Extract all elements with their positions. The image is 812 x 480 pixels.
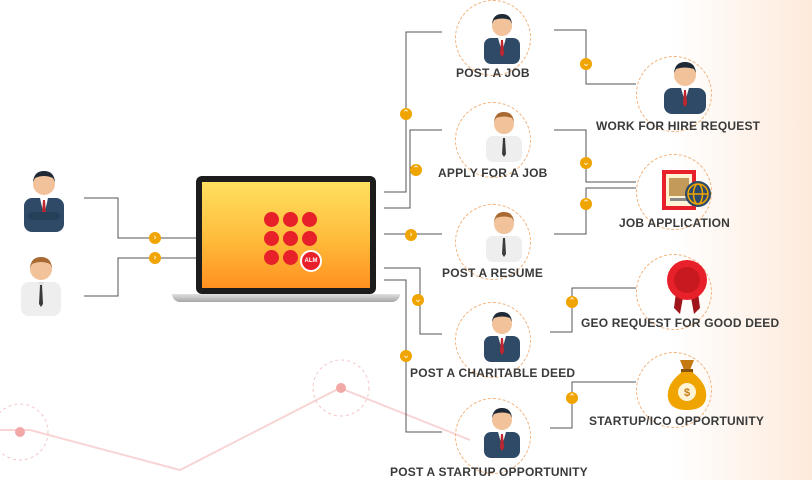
- job-application-node: [636, 154, 712, 230]
- chevron-right-icon: ›: [405, 229, 417, 241]
- chevron-up-icon: ⌃: [566, 296, 578, 308]
- money-bag-icon: $: [667, 360, 707, 410]
- alm-badge: ALM: [300, 250, 322, 272]
- geo-request-node: [636, 254, 712, 330]
- work-for-hire-node: [636, 56, 712, 132]
- post-resume-node: [455, 204, 531, 280]
- laptop-base: [172, 294, 400, 302]
- businessman-icon: [484, 14, 520, 64]
- post-job-node: [455, 0, 531, 76]
- manager-icon: [664, 62, 706, 114]
- chevron-up-icon: ⌃: [400, 108, 412, 120]
- businessman-arms-crossed-icon: [24, 171, 64, 232]
- chevron-down-icon: ⌄: [580, 58, 592, 70]
- svg-text:$: $: [684, 387, 690, 399]
- businessman-icon: [484, 312, 520, 362]
- laptop: ALM: [196, 176, 376, 294]
- post-job-label: POST A JOB: [456, 66, 530, 80]
- chevron-up-icon: ⌃: [410, 164, 422, 176]
- document-globe-icon: [662, 170, 711, 210]
- chevron-right-icon: ›: [149, 232, 161, 244]
- post-resume-label: POST A RESUME: [442, 266, 544, 280]
- employee-icon: [486, 112, 522, 162]
- post-charitable-node: [455, 302, 531, 378]
- post-startup-label: POST A STARTUP OPPORTUNITY: [390, 465, 588, 479]
- laptop-display: ALM: [202, 182, 370, 288]
- employee-icon: [486, 212, 522, 262]
- alm-logo: ALM: [264, 212, 322, 272]
- chevron-up-icon: ⌃: [566, 392, 578, 404]
- chevron-down-icon: ⌄: [580, 157, 592, 169]
- businessman-icon: [484, 408, 520, 458]
- award-seal-icon: [667, 260, 707, 314]
- employee-shirt-icon: [21, 257, 61, 316]
- startup-ico-node: [636, 352, 712, 428]
- apply-job-node: [455, 102, 531, 178]
- chevron-up-icon: ⌃: [580, 198, 592, 210]
- post-startup-node: [455, 398, 531, 474]
- apply-job-label: APPLY FOR A JOB: [438, 166, 548, 180]
- chevron-right-icon: ›: [149, 252, 161, 264]
- chevron-down-icon: ⌄: [412, 294, 424, 306]
- chevron-down-icon: ⌄: [400, 350, 412, 362]
- post-charitable-label: POST A CHARITABLE DEED: [410, 366, 576, 380]
- work-for-hire-label: WORK FOR HIRE REQUEST: [596, 119, 761, 133]
- startup-ico-label: STARTUP/ICO OPPORTUNITY: [589, 414, 765, 428]
- job-application-label: JOB APPLICATION: [619, 216, 731, 230]
- geo-request-label: GEO REQUEST FOR GOOD DEED: [581, 316, 780, 330]
